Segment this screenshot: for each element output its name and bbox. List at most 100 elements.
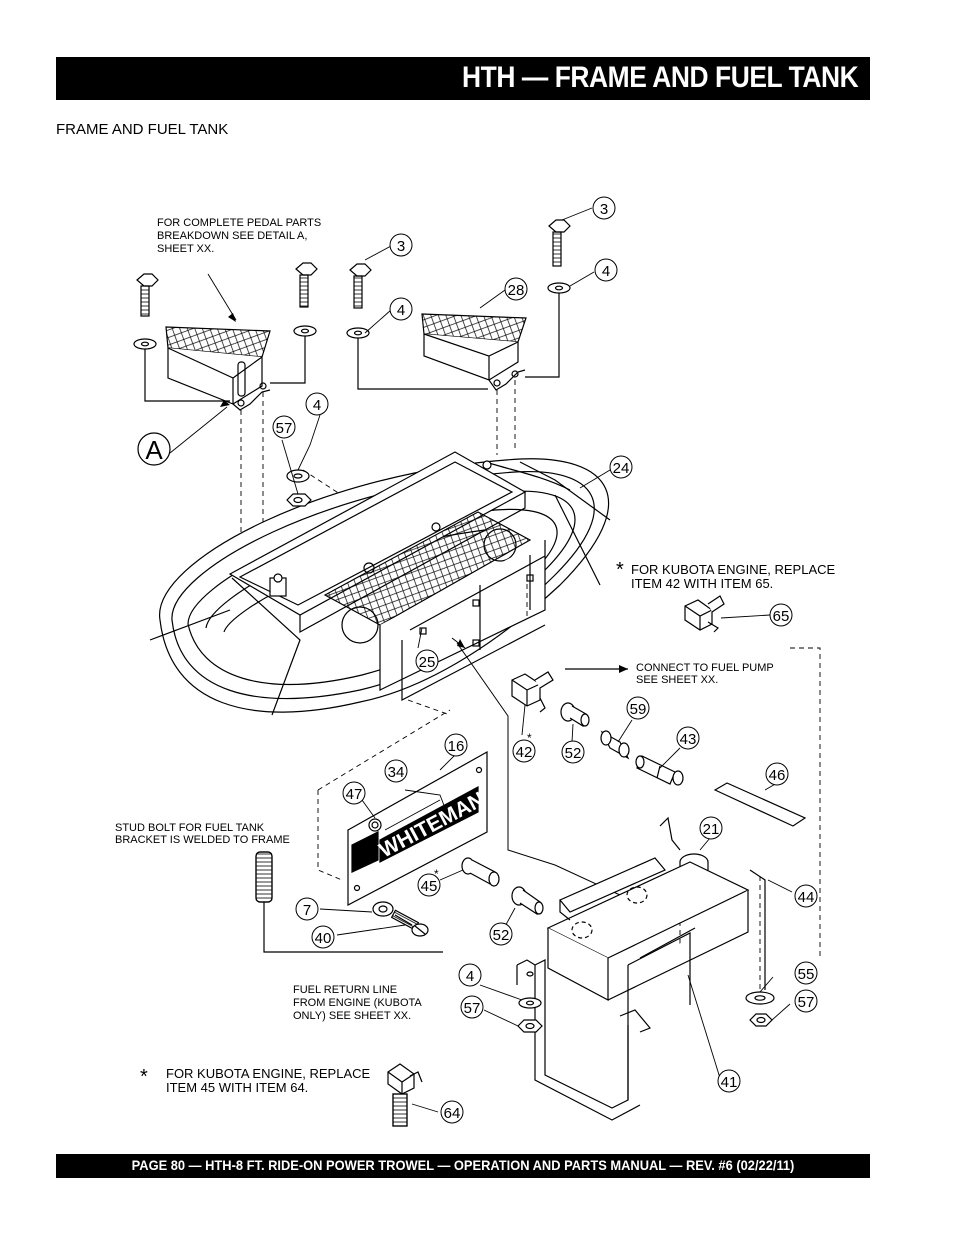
callout-55: 55 — [794, 961, 818, 985]
pedal-note-line1: FOR COMPLETE PEDAL PARTS — [157, 217, 321, 229]
callout-40: 40 — [311, 925, 335, 949]
kubota45-note-line2: ITEM 45 WITH ITEM 64. — [166, 1080, 308, 1095]
kubota45-asterisk: * — [140, 1066, 148, 1088]
svg-text:65: 65 — [773, 608, 790, 625]
callout-45: 45 — [417, 873, 441, 897]
asterisk-42: * — [527, 731, 532, 745]
callout-28: 28 — [504, 277, 528, 301]
notes: FOR COMPLETE PEDAL PARTS BREAKDOWN SEE D… — [115, 217, 836, 1095]
detail-a-marker — [137, 432, 171, 466]
svg-text:4: 4 — [313, 397, 321, 414]
callout-4-lower: 4 — [458, 963, 482, 987]
svg-text:44: 44 — [798, 889, 815, 906]
kubota45-note-line1: FOR KUBOTA ENGINE, REPLACE — [166, 1066, 371, 1081]
svg-text:24: 24 — [613, 460, 630, 477]
callout-16: 16 — [444, 733, 468, 757]
svg-text:57: 57 — [276, 420, 293, 437]
stud-note-line1: STUD BOLT FOR FUEL TANK — [115, 822, 265, 834]
pedal-note-line2: BREAKDOWN SEE DETAIL A, — [157, 230, 307, 242]
callout-65: 65 — [769, 603, 793, 627]
svg-text:47: 47 — [346, 786, 363, 803]
callout-4-right: 4 — [594, 258, 618, 282]
svg-text:21: 21 — [703, 821, 720, 838]
hose-59 — [600, 730, 630, 760]
detail-a-label: A — [145, 435, 163, 465]
kubota42-asterisk: * — [616, 559, 624, 581]
left-pedal-assembly — [133, 262, 318, 411]
callout-24: 24 — [609, 455, 633, 479]
callout-7: 7 — [295, 897, 319, 921]
callout-3-left: 3 — [389, 233, 413, 257]
fitting-42 — [511, 671, 554, 713]
callout-46: 46 — [765, 762, 789, 786]
fitting-65 — [684, 595, 725, 633]
footer-text: PAGE 80 — HTH-8 FT. RIDE-ON POWER TROWEL… — [131, 1157, 795, 1173]
svg-text:4: 4 — [602, 263, 610, 280]
svg-text:3: 3 — [397, 238, 405, 255]
svg-text:41: 41 — [721, 1074, 738, 1091]
footer-bar: PAGE 80 — HTH-8 FT. RIDE-ON POWER TROWEL… — [56, 1154, 870, 1178]
callout-4-frame: 4 — [305, 392, 329, 416]
callout-64: 64 — [440, 1100, 464, 1124]
fitting-52-upper — [560, 702, 590, 727]
svg-text:3: 3 — [600, 201, 608, 218]
svg-text:45: 45 — [421, 878, 438, 895]
svg-text:46: 46 — [769, 767, 786, 784]
svg-text:4: 4 — [397, 302, 405, 319]
callout-41: 41 — [717, 1069, 741, 1093]
fuelpump-note-line2: SEE SHEET XX. — [636, 674, 718, 686]
callout-57-right: 57 — [794, 989, 818, 1013]
callout-52-upper: 52 — [561, 740, 585, 764]
callout-57-lower: 57 — [460, 995, 484, 1019]
callout-59: 59 — [626, 696, 650, 720]
svg-text:55: 55 — [798, 966, 815, 983]
frame — [149, 451, 611, 716]
svg-text:64: 64 — [444, 1105, 461, 1122]
callout-42: 42 — [512, 739, 536, 763]
fitting-64 — [387, 1063, 423, 1127]
filter-43 — [635, 755, 684, 786]
svg-text:52: 52 — [565, 745, 582, 762]
pedal-note-line3: SHEET XX. — [157, 243, 214, 255]
svg-text:43: 43 — [680, 731, 697, 748]
fuelpump-note-line1: CONNECT TO FUEL PUMP — [636, 662, 774, 674]
svg-text:57: 57 — [464, 1000, 481, 1017]
fuel-tank-41 — [546, 816, 766, 1100]
whiteman-plate — [347, 750, 488, 906]
stud-note-line2: BRACKET IS WELDED TO FRAME — [115, 834, 290, 846]
return-note-line3: ONLY) SEE SHEET XX. — [293, 1010, 411, 1022]
callouts: 3 3 4 4 28 4 57 24 65 25 42 52 59 43 46 … — [272, 196, 818, 1124]
callout-57-frame: 57 — [272, 415, 296, 439]
callout-34: 34 — [384, 759, 408, 783]
svg-text:4: 4 — [466, 968, 474, 985]
callout-43: 43 — [676, 726, 700, 750]
return-note-line1: FUEL RETURN LINE — [293, 984, 397, 996]
right-pedal-assembly — [346, 219, 571, 391]
page-title: HTH — FRAME AND FUEL TANK — [461, 61, 859, 94]
fitting-45 — [461, 857, 500, 887]
callout-4-left: 4 — [389, 297, 413, 321]
svg-text:25: 25 — [419, 654, 436, 671]
svg-text:52: 52 — [493, 927, 510, 944]
callout-25: 25 — [415, 649, 439, 673]
svg-text:7: 7 — [303, 902, 311, 919]
kubota42-note-line1: FOR KUBOTA ENGINE, REPLACE — [631, 562, 836, 577]
svg-text:28: 28 — [508, 282, 525, 299]
svg-text:34: 34 — [388, 764, 405, 781]
stud-bolt — [255, 851, 443, 953]
asterisk-45: * — [434, 867, 439, 881]
header-bar: HTH — FRAME AND FUEL TANK — [56, 57, 870, 100]
kubota42-note-line2: ITEM 42 WITH ITEM 65. — [631, 576, 773, 591]
section-title: FRAME AND FUEL TANK — [56, 121, 229, 138]
callout-21: 21 — [699, 816, 723, 840]
leader-lines — [169, 207, 793, 1113]
svg-text:16: 16 — [448, 738, 465, 755]
fitting-52-lower — [511, 886, 544, 915]
svg-text:42: 42 — [516, 744, 533, 761]
svg-text:40: 40 — [315, 930, 332, 947]
callout-44: 44 — [794, 884, 818, 908]
return-note-line2: FROM ENGINE (KUBOTA — [293, 997, 422, 1009]
callout-52-lower: 52 — [489, 922, 513, 946]
callout-47: 47 — [342, 781, 366, 805]
